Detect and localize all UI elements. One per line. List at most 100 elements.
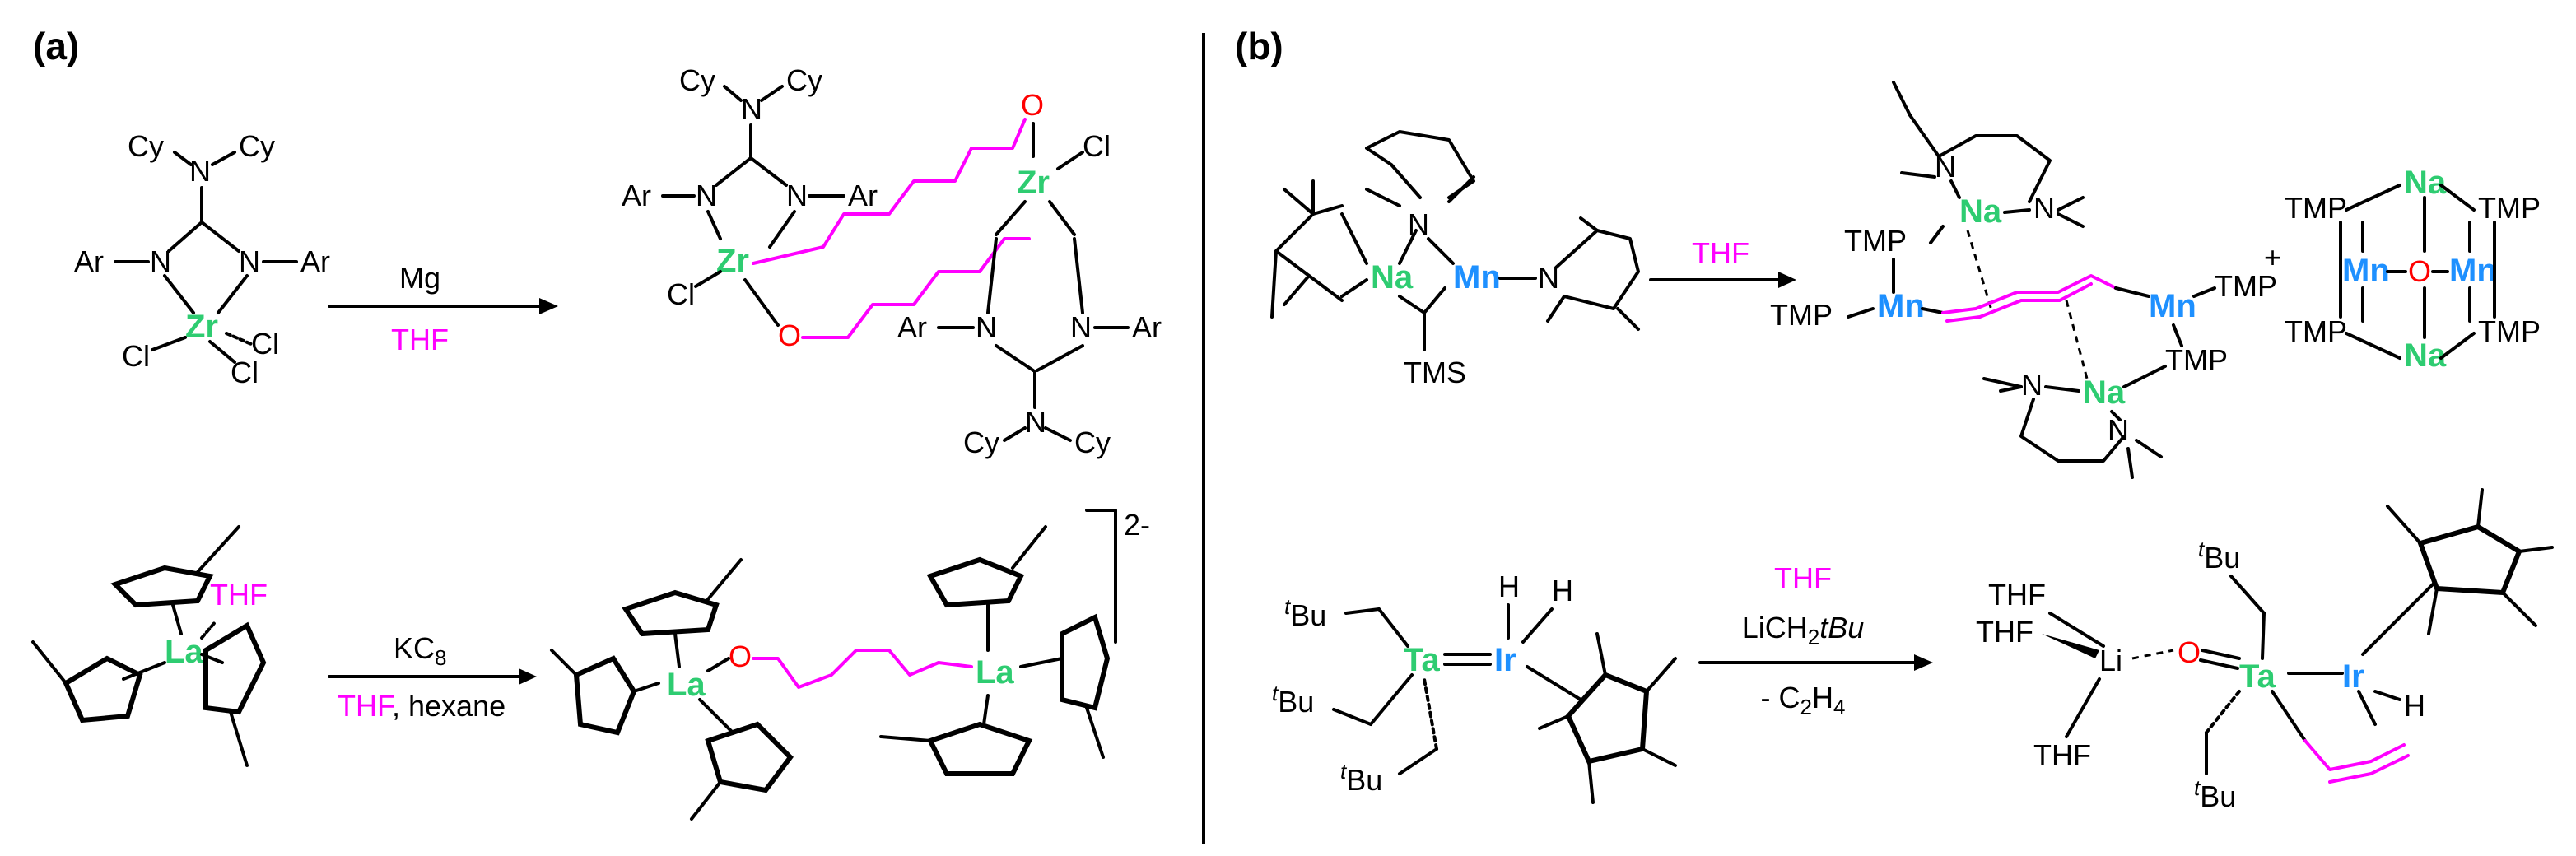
tmp-label: TMP	[2285, 314, 2347, 348]
tmp-label: TMP	[2285, 191, 2347, 225]
n-label: N	[786, 179, 808, 212]
panel-a-label: (a)	[33, 25, 79, 67]
panel-b-label: (b)	[1235, 25, 1283, 67]
cl-label: Cl	[1083, 129, 1111, 163]
n-label: N	[696, 179, 717, 212]
li-label: Li	[2099, 644, 2122, 677]
n-label: N	[239, 244, 260, 278]
cy-label: Cy	[786, 63, 822, 97]
la-label: La	[165, 634, 203, 670]
n-label: N	[2033, 191, 2055, 225]
reaction-arrow-a1: Mg THF	[328, 261, 558, 356]
cy-label: Cy	[128, 129, 164, 163]
zr-label: Zr	[185, 309, 218, 345]
la-thf-reactant: La THF	[31, 525, 268, 767]
na-label: Na	[2404, 337, 2447, 374]
oxygen-label: O	[1021, 88, 1044, 122]
solvent-thf-b2: THF	[1774, 561, 1832, 595]
ar-label: Ar	[622, 179, 651, 212]
tbu-label: tBu	[1340, 759, 1382, 797]
na-label: Na	[1959, 193, 2002, 230]
thf-ligand-label: THF	[2033, 738, 2091, 772]
byproduct-c2h4: - C2H4	[1761, 681, 1846, 719]
cl-label: Cl	[251, 327, 279, 361]
oxygen-label: O	[729, 640, 752, 673]
ta-label: Ta	[1404, 642, 1440, 678]
oxygen-label: O	[778, 319, 801, 352]
li-ta-ir-product: THF THF THF Li O Ta tBu tBu Ir H	[1976, 488, 2554, 813]
solvent-thf-b1: THF	[1692, 236, 1749, 270]
tmp-label: TMP	[2165, 343, 2228, 377]
na-label: Na	[2083, 374, 2126, 411]
ar-label: Ar	[897, 310, 927, 344]
ar-label: Ar	[300, 244, 330, 278]
ir-label: Ir	[2342, 658, 2364, 695]
n-label: N	[1408, 207, 1429, 241]
reagent-lich2tbu: LiCH2tBu	[1742, 611, 1865, 649]
tmp-label: TMP	[1770, 298, 1833, 332]
cy-label: Cy	[1074, 426, 1111, 459]
la-dimer-product: La O La 2-	[550, 508, 1150, 821]
thf-ligand-label: THF	[1976, 615, 2033, 649]
cl-label: Cl	[231, 356, 259, 389]
la-label: La	[976, 654, 1014, 691]
zr-label: Zr	[1017, 165, 1050, 201]
ta-ir-reactant: tBu tBu tBu Ta Ir H H	[1272, 570, 1677, 804]
plus-sign: +	[2264, 240, 2281, 274]
h-label: H	[2404, 689, 2425, 723]
tbu-label: tBu	[2198, 537, 2240, 575]
n-label: N	[189, 154, 211, 188]
cl-label: Cl	[667, 277, 695, 311]
ar-label: Ar	[74, 244, 104, 278]
reaction-arrow-b2: THF LiCH2tBu - C2H4	[1698, 561, 1933, 719]
reagent-kc8: KC8	[394, 631, 446, 670]
zr-guanidinate-reactant: Cy N Cy N N Ar Ar Zr Cl Cl Cl	[74, 129, 330, 389]
n-label: N	[1935, 150, 1956, 184]
ir-label: Ir	[1494, 642, 1516, 678]
mn-oxo-cluster-product: TMP TMP TMP TMP Na Na Mn Mn O	[2285, 165, 2541, 374]
h-label: H	[1498, 570, 1520, 603]
na-mn-reactant: Na N TMS Mn N	[1270, 130, 1640, 389]
tmp-label: TMP	[2478, 191, 2541, 225]
mn-label: Mn	[1877, 288, 1925, 324]
mn-butadiene-product: N N Na TMP Mn TMP Mn TMP TMP Na N N	[1770, 81, 2277, 479]
n-label: N	[741, 92, 762, 126]
cl-label: Cl	[122, 339, 150, 373]
mn-label: Mn	[1453, 259, 1501, 295]
n-label: N	[2021, 368, 2043, 402]
thf-ligand-label: THF	[210, 578, 268, 612]
reaction-arrow-a2: KC8 THF, hexane	[328, 631, 537, 723]
solvent-thf-a1: THF	[391, 323, 449, 356]
reaction-arrow-b1: THF	[1649, 236, 1796, 288]
tbu-label: tBu	[1272, 681, 1314, 719]
n-label: N	[150, 244, 171, 278]
cy-label: Cy	[239, 129, 275, 163]
n-label: N	[1070, 310, 1092, 344]
tbu-label: tBu	[1284, 594, 1326, 632]
tmp-label: TMP	[2215, 269, 2277, 303]
charge-label: 2-	[1124, 508, 1150, 542]
zr-label: Zr	[716, 243, 749, 279]
oxygen-label: O	[2178, 635, 2201, 669]
tmp-label: TMP	[2478, 314, 2541, 348]
solvent-thf-hexane: THF, hexane	[338, 689, 505, 723]
ta-label: Ta	[2239, 658, 2276, 695]
oxygen-label: O	[2408, 254, 2431, 288]
cy-label: Cy	[679, 63, 715, 97]
zr-dimer-product: Cy N Cy N N Ar Ar Zr Cl O O Zr Cl N N	[622, 63, 1162, 459]
tms-label: TMS	[1404, 356, 1466, 389]
n-label: N	[1025, 405, 1046, 439]
tmp-label: TMP	[1844, 224, 1907, 258]
na-label: Na	[2404, 165, 2447, 201]
cy-label: Cy	[963, 426, 999, 459]
na-label: Na	[1371, 259, 1414, 295]
mn-label: Mn	[2149, 288, 2196, 324]
h-label: H	[1552, 574, 1573, 607]
mn-label: Mn	[2342, 253, 2390, 289]
reagent-mg: Mg	[399, 261, 440, 295]
la-label: La	[667, 667, 706, 703]
mn-label: Mn	[2449, 253, 2497, 289]
tbu-label: tBu	[2194, 775, 2236, 813]
ar-label: Ar	[848, 179, 878, 212]
